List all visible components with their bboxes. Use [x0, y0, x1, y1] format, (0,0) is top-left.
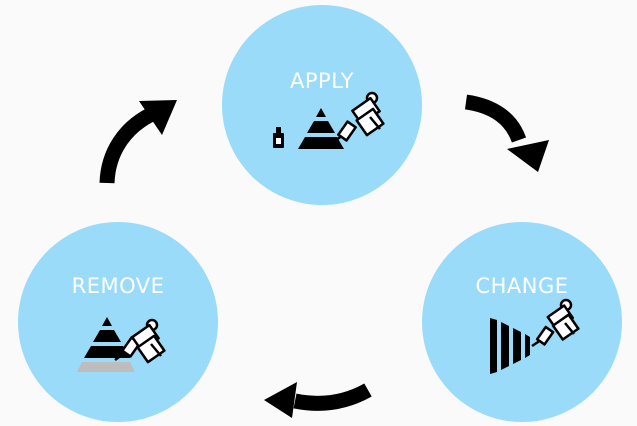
arrow-remove-to-apply — [99, 100, 177, 184]
tattoo-machine-icon — [531, 298, 580, 348]
pyramid-icon — [298, 108, 344, 149]
node-remove-label: REMOVE — [71, 274, 165, 298]
node-apply-label: APPLY — [290, 69, 354, 93]
arrow-apply-to-change — [464, 94, 549, 172]
node-apply: APPLY — [222, 5, 422, 205]
arrow-change-to-remove — [264, 382, 372, 418]
apply-icons — [273, 91, 385, 149]
ink-bottle-icon — [273, 127, 284, 148]
remove-icons — [77, 317, 166, 372]
node-change-label: CHANGE — [475, 274, 569, 298]
node-remove: REMOVE — [18, 222, 218, 422]
pyramid-faded-icon — [77, 317, 135, 372]
change-icons — [490, 298, 580, 374]
tattoo-machine-icon — [328, 91, 385, 147]
funnel-icon — [490, 318, 530, 374]
tattoo-machine-icon — [114, 318, 166, 364]
node-change: CHANGE — [422, 222, 622, 422]
